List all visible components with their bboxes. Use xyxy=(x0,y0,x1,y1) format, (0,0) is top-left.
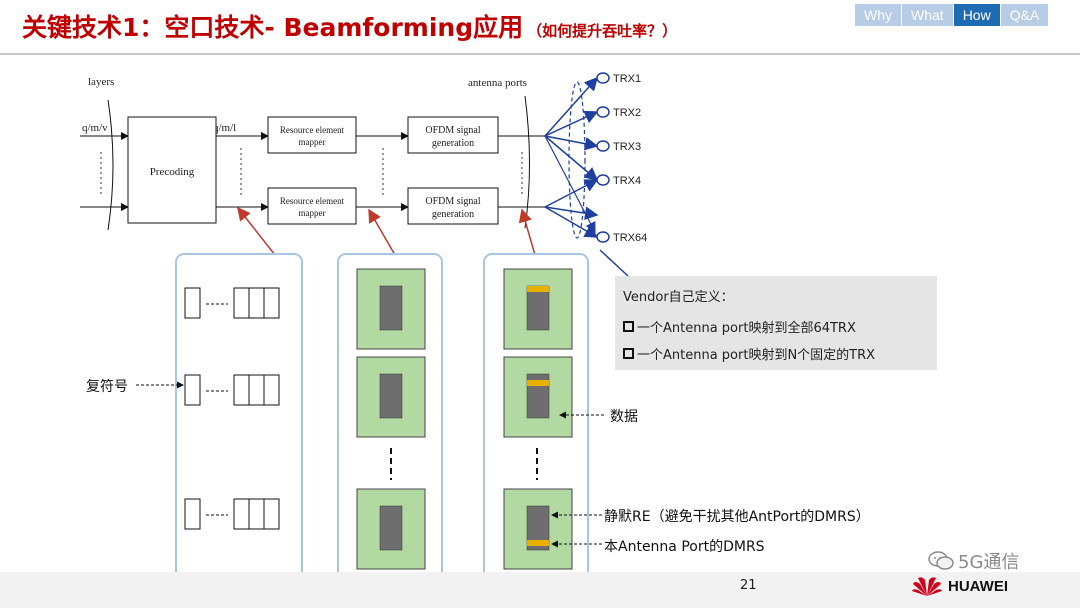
ofdm-bottom-line1: OFDM signal xyxy=(425,196,481,207)
trx-4: TRX4 xyxy=(596,174,641,187)
red-arrow-rem xyxy=(368,208,396,256)
huawei-logo: HUAWEI xyxy=(912,574,1008,598)
rem-box-top: Resource element mapper xyxy=(267,116,357,154)
qml-label: q/m/l xyxy=(213,122,236,134)
vendor-item-label: 一个Antenna port映射到全部64TRX xyxy=(637,321,856,336)
qmv-label: q/m/v xyxy=(82,122,108,134)
square-bullet-icon xyxy=(623,348,634,359)
vendor-item-all-trx: 一个Antenna port映射到全部64TRX xyxy=(623,317,856,336)
trx-1-label: TRX1 xyxy=(613,73,641,85)
header-divider xyxy=(0,53,1080,55)
precoding-box xyxy=(127,116,217,224)
wechat-label: 5G通信 xyxy=(958,552,1020,573)
rem-top-line1: Resource element xyxy=(280,125,345,135)
layers-brace xyxy=(107,99,114,231)
ofdm-box-top: OFDM signal generation xyxy=(407,116,499,154)
trx-3: TRX3 xyxy=(596,140,641,153)
data-label: 数据 xyxy=(610,409,638,425)
tab-how[interactable]: How xyxy=(953,4,1000,26)
page-number: 21 xyxy=(740,578,757,593)
slide-title: 关键技术1：空口技术- Beamforming应用 （如何提升吞吐率？） xyxy=(22,8,677,52)
layers-label: layers xyxy=(88,76,114,88)
precoding-label: Precoding xyxy=(150,166,195,178)
vendor-item-label: 一个Antenna port映射到N个固定的TRX xyxy=(637,348,876,363)
ofdm-bottom-line2: generation xyxy=(432,209,474,220)
huawei-brand: HUAWEI xyxy=(948,577,1008,595)
trx-group-ellipse xyxy=(568,81,586,239)
rem-bottom-line2: mapper xyxy=(299,208,326,218)
ofdm-top-line2: generation xyxy=(432,138,474,149)
trx-fan-arrows xyxy=(544,76,599,238)
vendor-definition-box: Vendor自己定义： 一个Antenna port映射到全部64TRX 一个A… xyxy=(615,276,937,370)
rem-top-line2: mapper xyxy=(299,137,326,147)
rem-box-bottom: Resource element mapper xyxy=(267,187,357,225)
title-subtitle: （如何提升吞吐率？） xyxy=(527,22,678,40)
trx-4-label: TRX4 xyxy=(613,175,641,187)
red-arrow-ofdm xyxy=(518,208,536,256)
muted-re-label: 静默RE（避免干扰其他AntPort的DMRS） xyxy=(604,509,870,525)
trx-1: TRX1 xyxy=(596,72,641,85)
tab-qa[interactable]: Q&A xyxy=(1000,4,1049,26)
symbol-panel xyxy=(175,253,303,588)
ofdm-box-bottom: OFDM signal generation xyxy=(407,187,499,225)
tab-why[interactable]: Why xyxy=(855,4,901,26)
red-arrow-precoding xyxy=(237,206,276,256)
wechat-watermark: 5G通信 xyxy=(928,548,1019,574)
footer-band xyxy=(0,572,1080,608)
rem-bottom-line1: Resource element xyxy=(280,196,345,206)
title-main: 关键技术1：空口技术- Beamforming应用 xyxy=(22,13,524,42)
huawei-flower-icon xyxy=(912,577,942,596)
ofdm-top-line1: OFDM signal xyxy=(425,125,481,136)
dmrs-label: 本Antenna Port的DMRS xyxy=(604,539,765,555)
antenna-ports-label: antenna ports xyxy=(468,77,527,89)
vendor-callout-line xyxy=(599,249,629,277)
trx-3-label: TRX3 xyxy=(613,141,641,153)
resource-panel xyxy=(337,253,443,588)
tab-what[interactable]: What xyxy=(902,4,953,26)
trx-2-label: TRX2 xyxy=(613,107,641,119)
dmrs-panel xyxy=(483,253,589,588)
section-nav: Why What How Q&A xyxy=(855,4,1049,26)
trx-64-label: TRX64 xyxy=(613,232,647,244)
complex-symbol-label: 复符号 xyxy=(86,379,128,395)
square-bullet-icon xyxy=(623,321,634,332)
trx-2: TRX2 xyxy=(596,106,641,119)
vendor-title: Vendor自己定义： xyxy=(623,290,734,305)
vendor-item-n-trx: 一个Antenna port映射到N个固定的TRX xyxy=(623,344,875,363)
antenna-ports-brace xyxy=(524,95,530,229)
trx-64: TRX64 xyxy=(596,231,647,244)
wechat-icon xyxy=(928,551,954,570)
